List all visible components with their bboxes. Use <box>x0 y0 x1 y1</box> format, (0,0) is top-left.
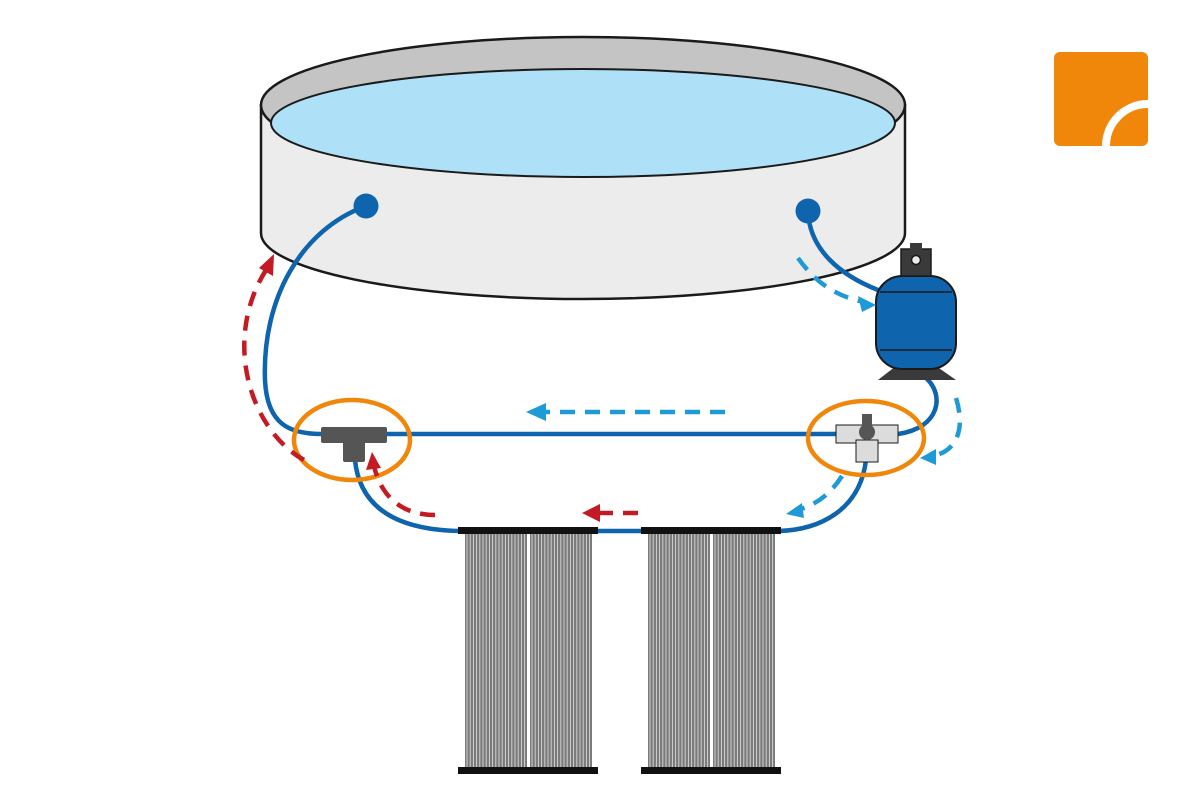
valve-handle-stem <box>862 414 872 428</box>
sand-filter-pump-icon <box>875 243 957 380</box>
intake-pipe <box>805 209 881 293</box>
arrowhead-tconnector-to-pool <box>259 254 274 276</box>
collector-bottom-rail-left <box>458 767 598 774</box>
arrowhead-pump-to-valve <box>920 449 936 465</box>
collector-tubes-4 <box>714 533 774 768</box>
solar-collector-left <box>458 527 598 774</box>
collector-tubes-1 <box>466 533 526 768</box>
pool-water <box>270 68 896 178</box>
filter-tank <box>875 275 957 370</box>
pump-to-valve-pipe <box>895 375 939 437</box>
flow-arrow-pump-to-valve <box>931 397 963 459</box>
arrowhead-collector-link <box>582 504 600 522</box>
flow-arrow-valve-to-collector <box>797 474 844 513</box>
logo-tile <box>1054 52 1148 146</box>
solar-collector-icon <box>458 527 781 774</box>
t-connector-body <box>321 427 387 443</box>
valve-outlet <box>855 439 879 463</box>
collector-tubes-3 <box>649 533 709 768</box>
logo-arc <box>1102 100 1148 146</box>
pool-return-inlet <box>353 193 379 219</box>
flow-arrowheads <box>259 254 936 522</box>
arrowhead-bypass <box>526 403 546 421</box>
arrowhead-pool-to-pump <box>858 296 876 312</box>
solar-collector-right <box>641 527 781 774</box>
pool <box>259 35 907 301</box>
pressure-gauge-icon <box>910 254 922 266</box>
flow-arrow-collector-to-tconnector <box>371 465 436 518</box>
return-pipe <box>262 203 369 437</box>
t-connector-icon <box>321 427 387 462</box>
collector-bottom-rail-right <box>641 767 781 774</box>
brand-logo-icon <box>1054 52 1148 146</box>
arrowhead-collector-to-tconnector <box>366 452 381 470</box>
warm-water-flow <box>242 268 638 518</box>
pipe-network <box>262 203 939 534</box>
arrowhead-valve-to-collector <box>786 503 804 518</box>
filter-valve-cap <box>910 243 922 250</box>
collector-top-rail-left <box>458 527 598 534</box>
t-connector-highlight-ring <box>291 397 413 483</box>
flow-arrow-tconnector-to-pool <box>242 268 306 462</box>
collector-tubes-2 <box>531 533 591 768</box>
t-connector-stem <box>343 440 365 462</box>
pool-suction-inlet <box>795 198 821 224</box>
collector-top-rail-right <box>641 527 781 534</box>
three-way-valve-icon <box>835 414 899 463</box>
flow-arrow-pool-to-pump <box>796 256 865 305</box>
valve-handle-knob <box>859 424 875 440</box>
valve-highlight-ring <box>805 398 927 478</box>
collector-return-pipe <box>352 457 463 534</box>
